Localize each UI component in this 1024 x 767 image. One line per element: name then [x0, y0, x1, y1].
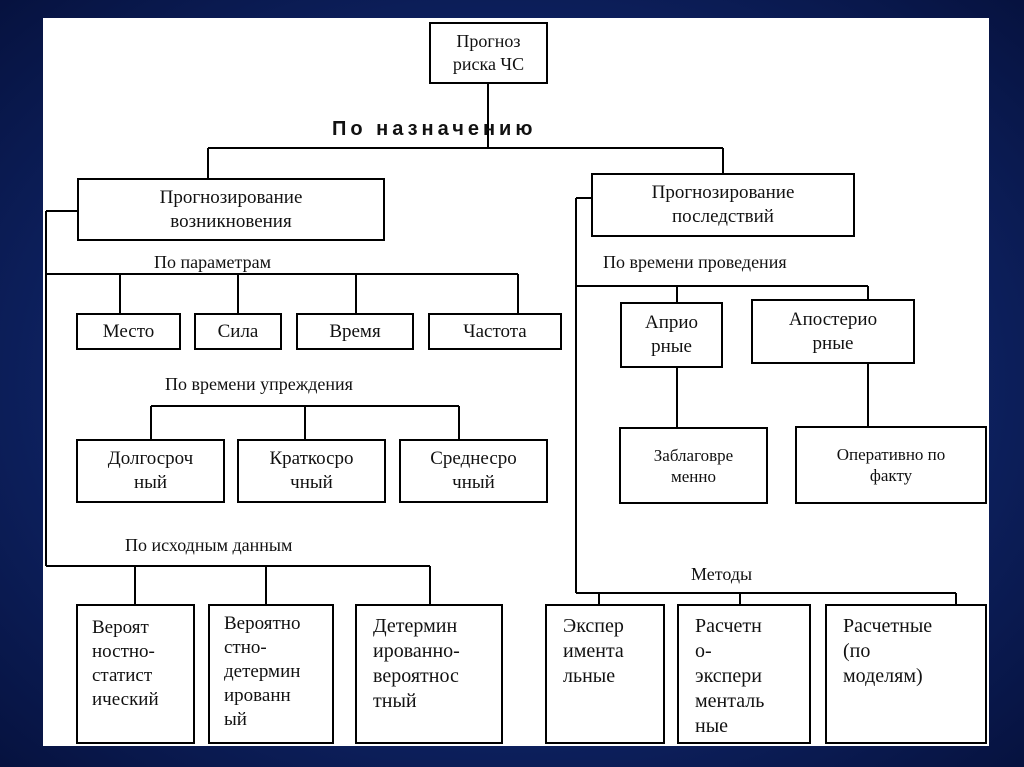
- by-lead-time-label: По времени упреждения: [165, 374, 353, 394]
- methods-label: Методы: [691, 564, 753, 584]
- by-params-label: По параметрам: [154, 252, 271, 272]
- param-frequency-box: Частота: [428, 313, 562, 350]
- probabilistic-deterministic-box: Вероятно стно- детермин ированн ый: [208, 604, 334, 744]
- consequences-forecast-box: Прогнозирование последствий: [591, 173, 855, 237]
- probabilistic-statistical-box: Вероят ностно- статист ический: [76, 604, 195, 744]
- connector-lines: [45, 84, 957, 604]
- a-priori-box: Априо рные: [620, 302, 723, 368]
- medium-term-box: Среднесро чный: [399, 439, 548, 503]
- occurrence-forecast-box: Прогнозирование возникновения: [77, 178, 385, 241]
- a-posteriori-box: Апостерио рные: [751, 299, 915, 364]
- param-force-box: Сила: [194, 313, 282, 350]
- param-time-box: Время: [296, 313, 414, 350]
- calculated-models-box: Расчетные (по моделям): [825, 604, 987, 744]
- long-term-box: Долгосроч ный: [76, 439, 225, 503]
- slide: Прогноз риска ЧС По назначению Прогнозир…: [43, 18, 989, 746]
- by-source-data-label: По исходным данным: [125, 535, 293, 555]
- operative-box: Оперативно по факту: [795, 426, 987, 504]
- short-term-box: Краткосро чный: [237, 439, 386, 503]
- in-advance-box: Заблаговре менно: [619, 427, 768, 504]
- by-execution-time-label: По времени проведения: [603, 252, 787, 272]
- param-place-box: Место: [76, 313, 181, 350]
- calc-experimental-box: Расчетн о- экспери менталь ные: [677, 604, 811, 744]
- deterministic-probabilistic-box: Детермин ированно- вероятнос тный: [355, 604, 503, 744]
- experimental-box: Экспер имента льные: [545, 604, 665, 744]
- main-branch-label: По назначению: [332, 118, 537, 140]
- root-box: Прогноз риска ЧС: [429, 22, 548, 84]
